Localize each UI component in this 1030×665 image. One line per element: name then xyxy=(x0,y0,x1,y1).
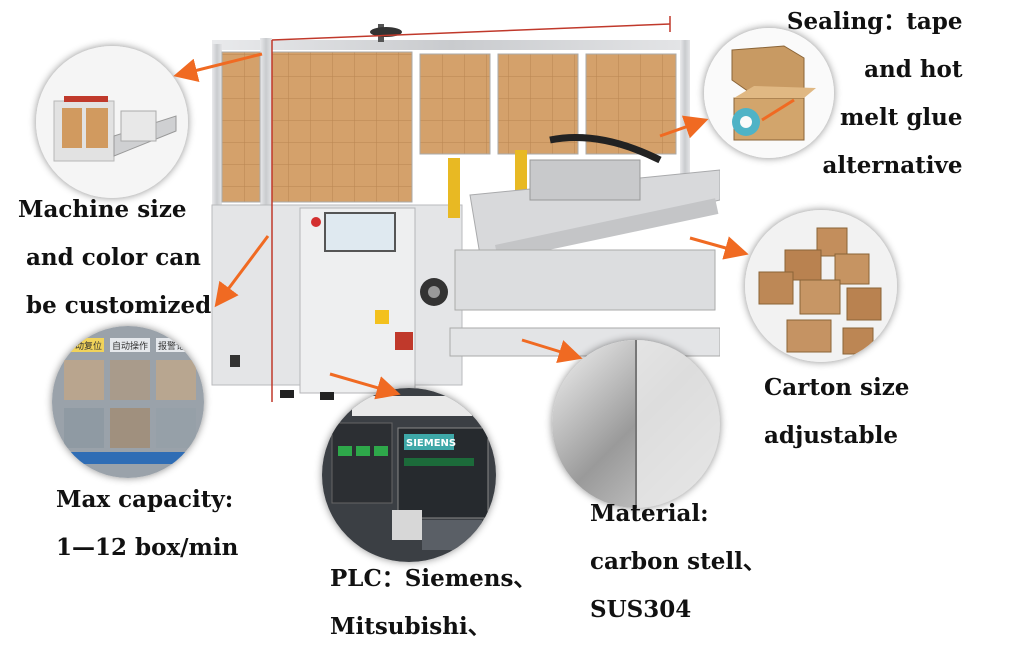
machine-size-line-2: and color can xyxy=(26,244,201,271)
machine-photo xyxy=(36,46,188,198)
sealing-line-2: and hot xyxy=(864,56,963,83)
sealing-label: Sealing：tape and hot melt glue alternati… xyxy=(776,0,963,190)
material-line-1: Material: xyxy=(590,500,709,527)
plc-photo: SIEMENS xyxy=(322,388,496,562)
hmi-tab-1[interactable]: 手动复位 xyxy=(66,340,102,352)
plc-label: PLC：Siemens、 Mitsubishi、 xyxy=(330,555,536,651)
carton-line-1: Carton size xyxy=(764,374,910,401)
carton-label: Carton size adjustable xyxy=(764,364,909,460)
touch-screen-photo: 手动复位 自动操作 报警记录 xyxy=(52,326,204,478)
capacity-line-1: Max capacity: xyxy=(56,486,234,513)
material-line-3: SUS304 xyxy=(590,596,692,623)
hmi-tab-2[interactable]: 自动操作 xyxy=(112,340,148,352)
steel-plate-photo xyxy=(552,340,720,508)
plc-brand-label: SIEMENS xyxy=(406,438,456,449)
machine-size-label: Machine size and color can be customized xyxy=(18,186,211,330)
plc-line-2: Mitsubishi、 xyxy=(330,613,491,640)
capacity-line-2: 1—12 box/min xyxy=(56,534,239,561)
sealing-line-1: Sealing：tape xyxy=(786,8,963,35)
sealing-line-4: alternative xyxy=(822,152,963,179)
material-line-2: carbon stell、 xyxy=(590,548,766,575)
carton-line-2: adjustable xyxy=(764,422,898,449)
boxes-photo xyxy=(745,210,897,362)
material-label: Material: carbon stell、 SUS304 xyxy=(590,490,766,634)
capacity-label: Max capacity: 1—12 box/min xyxy=(56,476,238,572)
machine-size-line-1: Machine size xyxy=(18,196,187,223)
hmi-tab-3[interactable]: 报警记录 xyxy=(158,340,194,352)
sealing-line-3: melt glue xyxy=(840,104,963,131)
machine-size-line-3: be customized xyxy=(26,292,212,319)
tape-carton-photo xyxy=(704,28,834,158)
plc-line-1: PLC：Siemens、 xyxy=(330,565,537,592)
carton-erector-machine-image xyxy=(211,16,720,402)
